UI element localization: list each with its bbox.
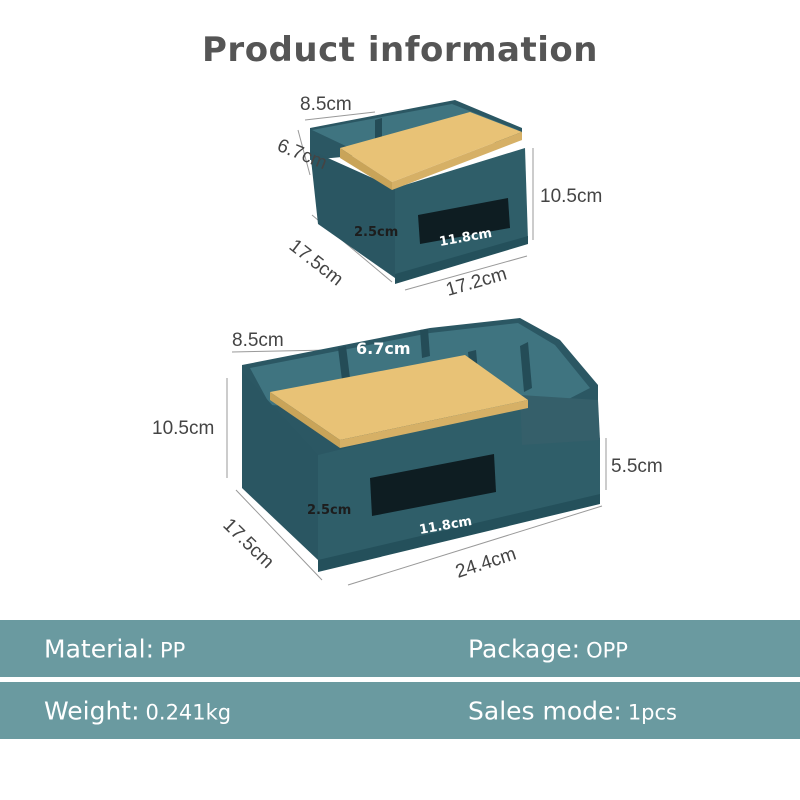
package-label: Package:	[468, 634, 581, 663]
sales-mode-value: 1pcs	[627, 700, 677, 724]
weight-value: 0.241kg	[145, 700, 232, 724]
package-spec: Package:OPP	[468, 634, 628, 663]
small-top-compartment-label: 8.5cm	[300, 94, 352, 115]
weight-label: Weight:	[44, 696, 140, 725]
small-slot-height-label: 2.5cm	[354, 225, 398, 240]
large-tissue-slot	[370, 454, 496, 516]
tissue-slot	[418, 198, 510, 244]
spec-row-2: Weight:0.241kg Sales mode:1pcs	[0, 682, 800, 739]
material-value: PP	[160, 638, 186, 662]
large-box	[226, 318, 607, 586]
lid	[340, 112, 522, 182]
large-mid-compartment-label: 6.7cm	[356, 339, 411, 358]
sales-mode-label: Sales mode:	[468, 696, 622, 725]
large-depth-label: 17.5cm	[219, 514, 278, 572]
large-side-height-label: 5.5cm	[611, 456, 663, 477]
material-spec: Material:PP	[44, 634, 185, 663]
package-value: OPP	[586, 638, 628, 662]
small-box	[297, 100, 534, 291]
small-height-label: 10.5cm	[540, 186, 602, 207]
spec-row-1: Material:PP Package:OPP	[0, 620, 800, 677]
large-slot-height-label: 2.5cm	[307, 503, 351, 518]
large-height-label: 10.5cm	[152, 418, 214, 439]
large-top-compartment-label: 8.5cm	[232, 330, 284, 351]
page-title: Product information	[202, 30, 598, 70]
small-width-label: 17.2cm	[444, 263, 510, 300]
small-depth-label: 17.5cm	[285, 235, 347, 290]
sales-mode-spec: Sales mode:1pcs	[468, 696, 677, 725]
material-label: Material:	[44, 634, 154, 663]
large-lid	[270, 355, 528, 440]
product-illustration: 8.5cm 6.7cm 10.5cm 2.5cm 11.8cm 17.5cm 1…	[152, 94, 663, 586]
weight-spec: Weight:0.241kg	[44, 696, 231, 725]
